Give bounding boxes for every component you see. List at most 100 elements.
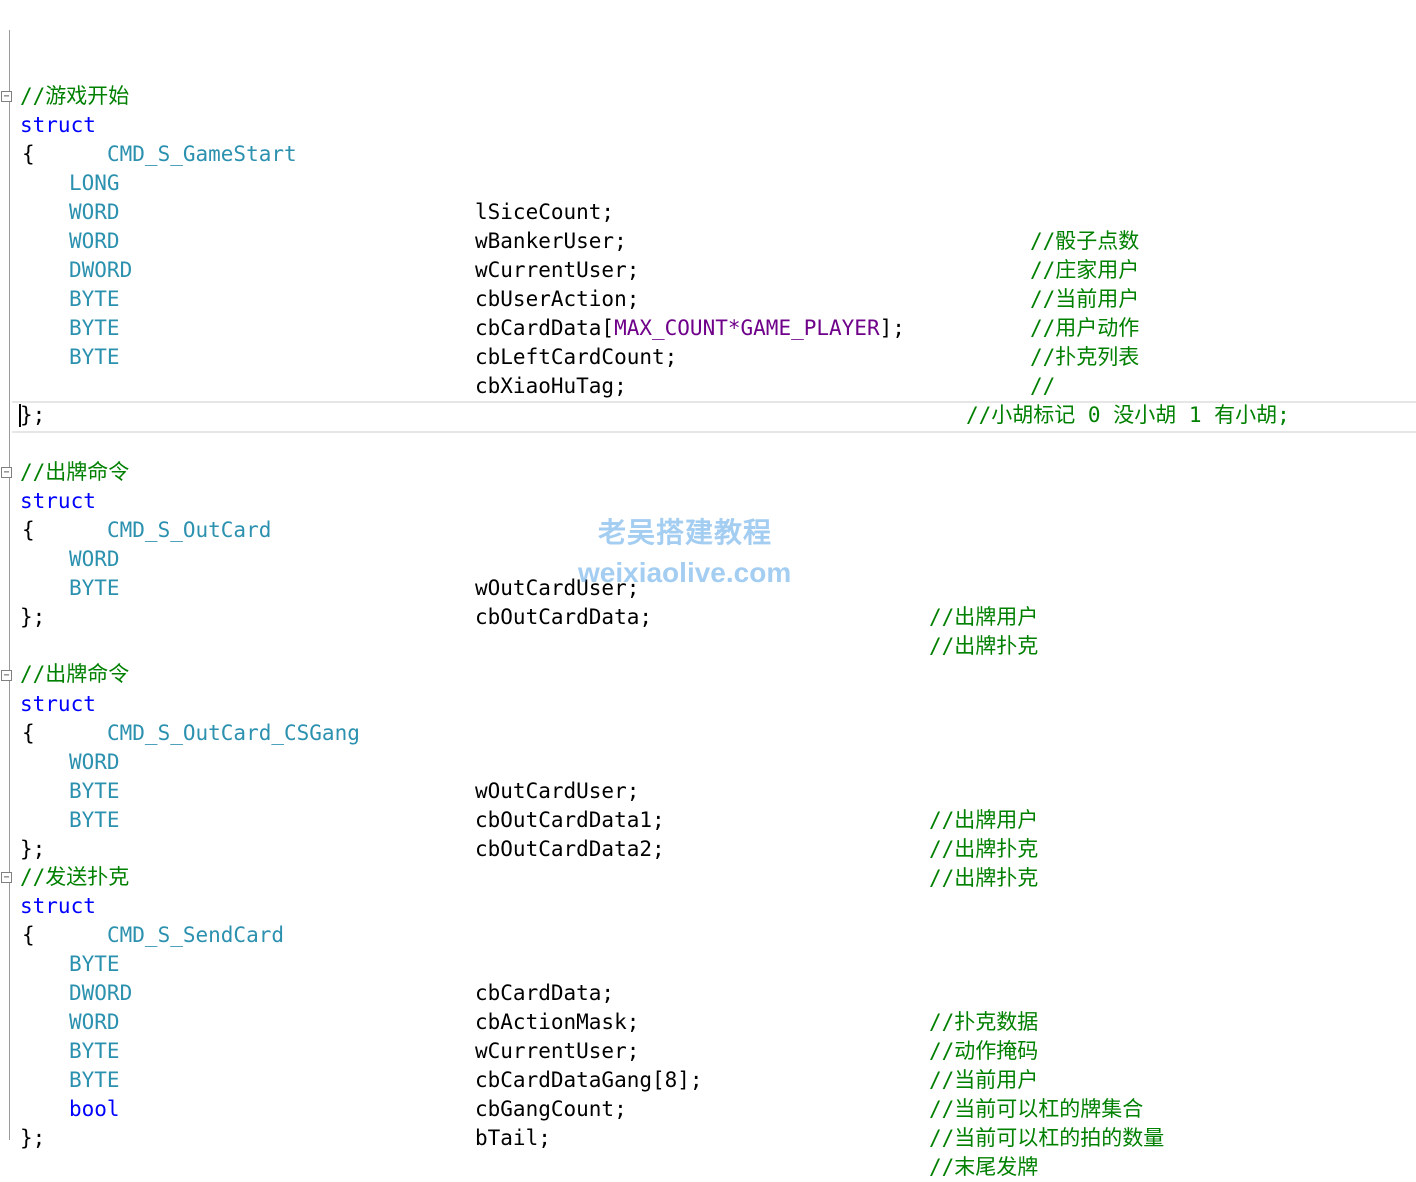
field-name: cbCardDataGang[8]; [475, 1068, 703, 1092]
field-type: WORD [69, 229, 120, 253]
field-type: WORD [69, 547, 120, 571]
field-line[interactable]: BYTE cbCardData; //扑克数据 [0, 921, 1038, 1034]
field-type: WORD [69, 1010, 120, 1034]
open-brace: { [22, 518, 35, 542]
field-name-suffix: ]; [879, 316, 905, 340]
field-name: wBankerUser; [475, 229, 627, 253]
field-type: BYTE [69, 952, 120, 976]
struct-name: CMD_S_SendCard [107, 923, 285, 947]
field-type: LONG [69, 171, 120, 195]
field-comment: //扑克数据 [929, 1010, 1039, 1034]
field-name: cbXiaoHuTag; [475, 374, 627, 398]
field-type: BYTE [69, 779, 120, 803]
field-line[interactable]: WORD wOutCardUser; //出牌用户 [0, 516, 1038, 629]
field-line[interactable]: BYTE cbLeftCardCount; // [0, 285, 1055, 398]
field-type: DWORD [69, 258, 133, 282]
struct-keyword: struct [20, 113, 96, 137]
field-name: wOutCardUser; [475, 576, 640, 600]
field-comment: //骰子点数 [1030, 229, 1140, 253]
watermark-title: 老吴搭建教程 [598, 517, 773, 548]
field-name: wCurrentUser; [475, 1039, 640, 1063]
field-comment: //出牌用户 [929, 605, 1039, 629]
field-name: cbOutCardData; [475, 605, 653, 629]
field-name: lSiceCount; [475, 200, 615, 224]
field-line[interactable]: bool bTail; //末尾发牌 [0, 1066, 1038, 1179]
field-line[interactable]: BYTE cbOutCardData2; //出牌扑克 [0, 777, 1038, 890]
field-line[interactable]: BYTE cbCardDataGang[8]; //当前可以杠的牌集合 [0, 1008, 1143, 1121]
field-line[interactable]: BYTE cbOutCardData1; //出牌扑克 [0, 748, 1038, 861]
fold-toggle-icon[interactable]: − [1, 467, 12, 478]
field-name: cbLeftCardCount; [475, 345, 678, 369]
open-brace: { [22, 721, 35, 745]
code-line[interactable]: //出牌命令 [0, 429, 129, 484]
field-type: BYTE [69, 1068, 120, 1092]
field-comment: // [1030, 374, 1056, 398]
field-comment: //当前用户 [1030, 287, 1140, 311]
field-comment: //末尾发牌 [929, 1155, 1039, 1179]
macro-constant: MAX_COUNT*GAME_PLAYER [614, 316, 880, 340]
code-line[interactable]: struct CMD_S_SendCard [0, 863, 284, 947]
code-line[interactable]: }; [0, 1095, 45, 1150]
code-line[interactable]: //出牌命令 [0, 631, 129, 686]
field-name-prefix: cbCardData[ [475, 316, 615, 340]
fold-toggle-icon[interactable]: − [1, 91, 12, 102]
field-comment: //当前可以杠的牌集合 [929, 1097, 1144, 1121]
field-line[interactable]: BYTE cbCardData[MAX_COUNT*GAME_PLAYER]; … [0, 256, 1139, 369]
section-comment: //出牌命令 [20, 662, 130, 686]
field-comment: //当前用户 [929, 1068, 1039, 1092]
watermark-url: weixiaolive.com [578, 557, 792, 588]
field-type: BYTE [69, 1039, 120, 1063]
field-name: cbCardData[MAX_COUNT*GAME_PLAYER]; [475, 314, 905, 343]
close-brace: }; [20, 403, 46, 427]
struct-keyword: struct [20, 489, 96, 513]
code-line[interactable]: //游戏开始 [0, 53, 129, 108]
field-type: WORD [69, 200, 120, 224]
field-name: cbUserAction; [475, 287, 640, 311]
field-line[interactable]: DWORD cbUserAction; //用户动作 [0, 227, 1139, 340]
code-line[interactable]: struct CMD_S_OutCard [0, 458, 271, 542]
field-comment: //小胡标记 0 没小胡 1 有小胡; [966, 403, 1290, 427]
code-line[interactable]: { [0, 487, 35, 542]
field-line[interactable]: WORD wOutCardUser; //出牌用户 [0, 719, 1038, 832]
field-line[interactable]: BYTE cbOutCardData; //出牌扑克 [0, 545, 1038, 658]
field-name: cbOutCardData2; [475, 837, 665, 861]
field-comment: //用户动作 [1030, 316, 1140, 340]
field-name: cbActionMask; [475, 1010, 640, 1034]
field-line[interactable]: WORD wBankerUser; //庄家用户 [0, 169, 1139, 282]
field-type: BYTE [69, 576, 120, 600]
field-name: bTail; [475, 1126, 551, 1150]
struct-name: CMD_S_OutCard_CSGang [107, 721, 360, 745]
section-comment: //发送扑克 [20, 865, 130, 889]
code-line[interactable]: }; [0, 806, 45, 861]
field-line[interactable]: WORD wCurrentUser; //当前用户 [0, 979, 1038, 1092]
code-line[interactable]: { [0, 111, 35, 166]
field-name: cbGangCount; [475, 1097, 627, 1121]
code-line[interactable]: { [0, 690, 35, 745]
struct-name: CMD_S_OutCard [107, 518, 272, 542]
field-type: DWORD [69, 981, 133, 1005]
struct-keyword: struct [20, 894, 96, 918]
field-type: WORD [69, 750, 120, 774]
field-comment: //庄家用户 [1030, 258, 1140, 282]
code-line[interactable]: struct CMD_S_GameStart [0, 82, 297, 166]
field-line[interactable]: WORD wCurrentUser; //当前用户 [0, 198, 1139, 311]
field-line[interactable]: LONG lSiceCount; //骰子点数 [0, 140, 1139, 253]
code-line[interactable]: { [0, 892, 35, 947]
field-line[interactable]: BYTE cbGangCount; //当前可以杠的拍的数量 [0, 1037, 1164, 1150]
field-comment: //出牌用户 [929, 808, 1039, 832]
field-comment: //动作掩码 [929, 1039, 1039, 1063]
code-line[interactable]: }; [0, 372, 45, 427]
close-brace: }; [20, 605, 46, 629]
field-comment: //出牌扑克 [929, 866, 1039, 890]
field-type: bool [69, 1097, 120, 1121]
close-brace: }; [20, 1126, 46, 1150]
field-line[interactable]: BYTE cbXiaoHuTag; //小胡标记 0 没小胡 1 有小胡; [0, 314, 1290, 427]
code-line[interactable]: //发送扑克 [0, 834, 129, 889]
fold-toggle-icon[interactable]: − [1, 872, 12, 883]
close-brace: }; [20, 837, 46, 861]
code-line[interactable]: struct CMD_S_OutCard_CSGang [0, 661, 360, 745]
field-name: wOutCardUser; [475, 779, 640, 803]
field-line[interactable]: DWORD cbActionMask; //动作掩码 [0, 950, 1038, 1063]
code-line[interactable]: }; [0, 574, 45, 629]
fold-toggle-icon[interactable]: − [1, 670, 12, 681]
